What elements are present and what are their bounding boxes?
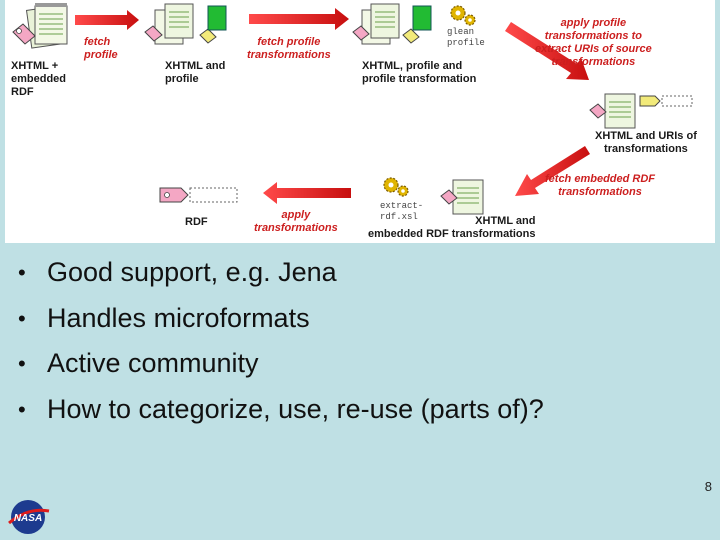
label-fetch-embedded-rdf-transformations: fetch embedded RDF transformations bbox=[545, 173, 656, 198]
bullet-glyph: • bbox=[18, 305, 26, 331]
label-apply-transformations: apply transformations bbox=[254, 209, 338, 234]
gear-icon bbox=[383, 177, 409, 197]
fetch-profile-transformations-arrow bbox=[249, 8, 349, 30]
bullet-item: • How to categorize, use, re-use (parts o… bbox=[18, 387, 544, 433]
label-fetch-profile: fetch profile bbox=[84, 36, 118, 61]
xhtml-document-icon bbox=[25, 3, 68, 49]
diagram-graphics bbox=[12, 3, 693, 215]
bullet-item: • Handles microformats bbox=[18, 296, 544, 342]
bullet-text: Good support, e.g. Jena bbox=[47, 257, 337, 287]
bullet-text: How to categorize, use, re-use (parts of… bbox=[47, 393, 544, 424]
nasa-logo: NASA bbox=[8, 500, 50, 534]
bullet-item: • Good support, e.g. Jena bbox=[18, 250, 544, 296]
pipeline-diagram: XHTML + embedded RDF fetch profile XHTML… bbox=[5, 0, 715, 243]
page-number: 8 bbox=[704, 479, 712, 494]
bullet-glyph: • bbox=[18, 260, 26, 285]
xhtml-and-uris-icon bbox=[589, 93, 693, 129]
label-xhtml-profile-transformation: XHTML, profile and profile transformatio… bbox=[362, 60, 477, 85]
xhtml-profile-transformation-icon bbox=[352, 3, 432, 45]
label-extract-rdf-xsl: extract- rdf.xsl bbox=[380, 201, 424, 222]
fetch-embedded-rdf-transformations-arrow bbox=[515, 146, 590, 196]
label-apply-profile-transformations: apply profile transformations to extract… bbox=[535, 17, 652, 68]
label-xhtml-embedded-rdf: XHTML + embedded RDF bbox=[11, 60, 67, 98]
bullet-text: Handles microformats bbox=[47, 302, 310, 333]
rdf-output-icon bbox=[159, 187, 238, 203]
xhtml-and-profile-icon bbox=[144, 3, 227, 45]
label-xhtml-and-uris: XHTML and URIs of transformations bbox=[595, 130, 697, 155]
label-fetch-profile-transformations: fetch profile transformations bbox=[247, 36, 331, 61]
bullet-glyph: • bbox=[18, 351, 26, 376]
gear-icon bbox=[450, 5, 476, 26]
bullet-glyph: • bbox=[18, 396, 26, 422]
label-xhtml-and-profile: XHTML and profile bbox=[165, 60, 226, 85]
xhtml-embedded-rdf-transformations-icon bbox=[440, 179, 484, 215]
bullet-text: Active community bbox=[47, 348, 259, 378]
bullet-item: • Active community bbox=[18, 341, 544, 387]
apply-profile-transformations-arrow bbox=[505, 22, 589, 80]
label-glean-profile: glean profile bbox=[447, 27, 485, 48]
apply-transformations-arrow bbox=[263, 182, 351, 204]
bullet-list: • Good support, e.g. Jena • Handles microf… bbox=[18, 250, 544, 432]
logo-text: NASA bbox=[14, 513, 42, 524]
rdf-tag-icon bbox=[12, 23, 36, 45]
label-rdf: RDF bbox=[185, 216, 208, 228]
fetch-profile-arrow bbox=[75, 10, 139, 30]
label-xhtml-and-embedded-rdf-transformations: XHTML and embedded RDF transformations bbox=[368, 215, 536, 240]
